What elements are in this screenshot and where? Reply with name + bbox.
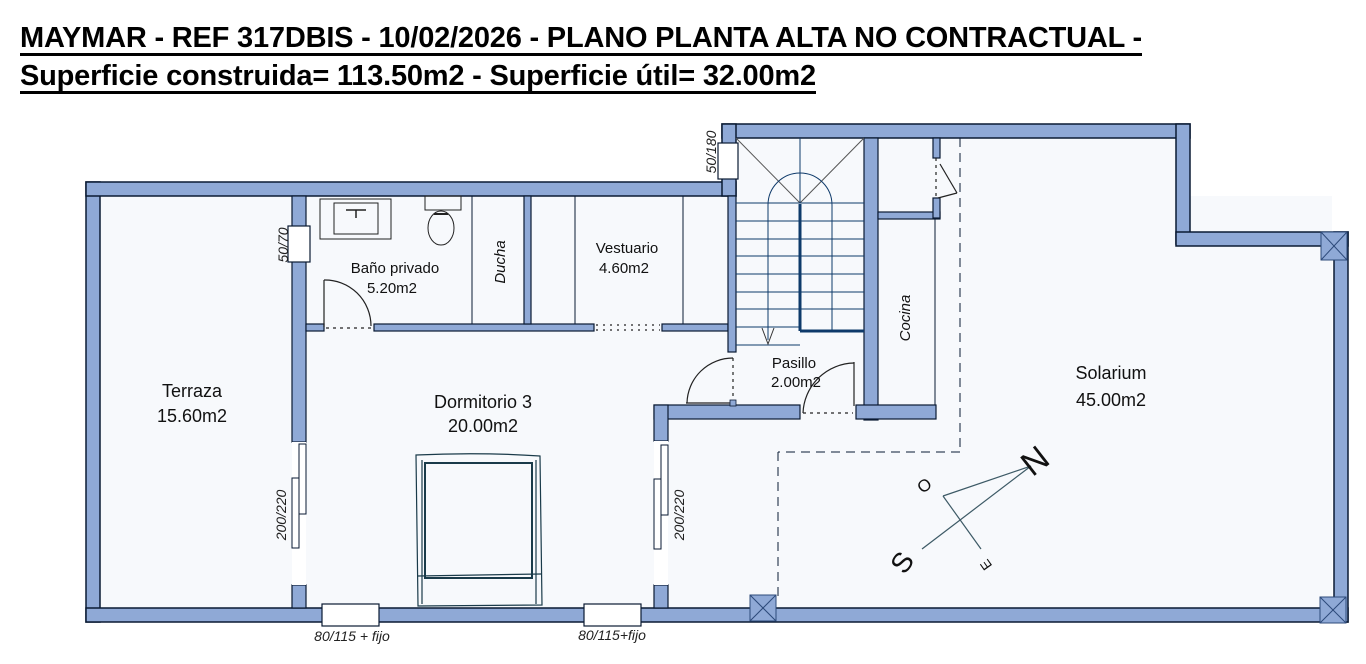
dim-slider-dormitorio: 200/220 <box>671 489 687 541</box>
room-dormitorio-name: Dormitorio 3 <box>434 392 532 412</box>
room-pasillo-area: 2.00m2 <box>771 374 821 391</box>
staircase <box>735 137 865 346</box>
room-vestuario-name: Vestuario <box>596 240 659 257</box>
windows <box>287 142 739 627</box>
dim-window-bottom-right: 80/115+fijo <box>578 627 646 643</box>
toilet-icon <box>424 195 462 246</box>
room-bano-area: 5.20m2 <box>367 280 417 297</box>
room-solarium-name: Solarium <box>1075 363 1146 383</box>
room-vestuario-area: 4.60m2 <box>599 260 649 277</box>
dim-window-bottom-left: 80/115 + fijo <box>314 628 390 644</box>
room-ducha-name: Ducha <box>492 240 509 283</box>
sink-icon <box>319 198 392 240</box>
bed-icon <box>415 453 543 607</box>
outer-walls <box>85 123 1349 623</box>
dim-window-bano: 50/70 <box>275 227 291 262</box>
pillar-icon <box>1320 231 1348 261</box>
room-bano-name: Baño privado <box>351 260 439 277</box>
room-solarium-area: 45.00m2 <box>1076 390 1146 410</box>
dimension-labels: 50/70 50/180 200/220 200/220 80/115 + fi… <box>273 130 719 644</box>
window-bano <box>287 225 311 263</box>
doors <box>323 158 958 414</box>
window-stair <box>717 142 739 180</box>
shower-outline <box>471 196 684 324</box>
pillars <box>749 231 1348 624</box>
sliding-door-dormitorio <box>653 441 669 585</box>
solarium-dashed-boundary <box>777 138 961 596</box>
window-bottom-right <box>583 603 642 627</box>
room-labels: Terraza 15.60m2 Baño privado 5.20m2 Duch… <box>157 240 1147 436</box>
dim-window-stair: 50/180 <box>703 130 719 173</box>
dim-slider-terraza: 200/220 <box>273 489 289 541</box>
interior-walls <box>291 137 941 609</box>
room-terraza-name: Terraza <box>162 381 223 401</box>
pillar-icon <box>1319 596 1347 624</box>
pillar-icon <box>749 594 777 622</box>
room-terraza-area: 15.60m2 <box>157 406 227 426</box>
room-dormitorio-area: 20.00m2 <box>448 416 518 436</box>
window-bottom-left <box>321 603 380 627</box>
sliding-door-terraza <box>291 442 307 585</box>
plan-title-line-2: Superficie construida= 113.50m2 - Superf… <box>20 60 816 94</box>
plan-title-line-1: MAYMAR - REF 317DBIS - 10/02/2026 - PLAN… <box>20 22 1142 56</box>
room-pasillo-name: Pasillo <box>772 355 816 372</box>
room-cocina-name: Cocina <box>897 295 914 342</box>
